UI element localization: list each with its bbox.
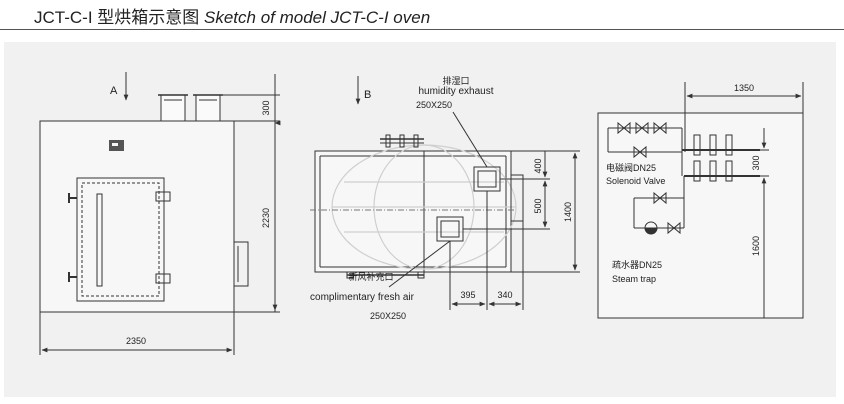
title-bar: JCT-C-I 型烘箱示意图 Sketch of model JCT-C-I o… (0, 0, 844, 30)
title-rule (0, 29, 844, 30)
chimney-left (160, 94, 186, 122)
latch-bottom (155, 273, 171, 284)
fresh-size: 250X250 (370, 311, 406, 321)
side-box (233, 241, 249, 287)
valve-trap-upper-icon (653, 191, 667, 205)
dim-2350: 2350 (126, 336, 146, 346)
valve-icon (617, 121, 667, 159)
oven-door (76, 177, 165, 302)
title-cn: JCT-C-I 型烘箱示意图 (34, 8, 200, 27)
title-en: Sketch of model JCT-C-I oven (204, 8, 431, 27)
piping-view: 1350 电磁阀DN25 Solenoid Valve (597, 82, 804, 319)
view-letter-b: B (364, 89, 371, 101)
dim-340: 340 (497, 290, 512, 300)
door-handle (96, 193, 103, 287)
top-body (314, 150, 512, 273)
oven-sketch: A 2350 2230 (39, 72, 804, 355)
view-letter-a: A (110, 85, 118, 97)
chimney-right (195, 94, 221, 122)
page-title: JCT-C-I 型烘箱示意图 Sketch of model JCT-C-I o… (34, 3, 430, 28)
dim-2230: 2230 (261, 208, 271, 228)
dim-395: 395 (460, 290, 475, 300)
door-hinges (68, 193, 77, 282)
dim-300-front: 300 (261, 100, 271, 115)
fresh-label-en: complimentary fresh air (310, 292, 415, 303)
leader-exhaust (452, 111, 488, 168)
solenoid-cn: 电磁阀DN25 (606, 162, 656, 173)
fin-tubes (693, 134, 733, 182)
trap-cn: 疏水器DN25 (612, 259, 662, 270)
dim-500: 500 (533, 198, 543, 213)
top-view: B 排湿口 humidity exhaust 250X250 (310, 75, 580, 321)
exhaust-size: 250X250 (416, 100, 452, 110)
solenoid-en: Solenoid Valve (606, 176, 665, 186)
dim-1350: 1350 (734, 83, 754, 93)
front-body (39, 120, 235, 313)
top-side-box (510, 174, 524, 222)
dim-1400: 1400 (563, 202, 573, 222)
trap-en: Steam trap (612, 274, 656, 284)
leader-fresh (388, 240, 451, 288)
dim-300-side: 300 (751, 155, 761, 170)
dim-400: 400 (533, 158, 543, 173)
dim-1600: 1600 (751, 236, 761, 256)
valve-trap-lower-icon (667, 221, 681, 235)
exhaust-label-cn: 排湿口 (442, 75, 469, 86)
front-view: A 2350 2230 (39, 72, 280, 355)
exhaust-label-en: humidity exhaust (418, 86, 493, 97)
fresh-label-cn: 新风补充口 (348, 271, 393, 282)
latch-top (155, 191, 171, 202)
watermark-globe-icon (331, 144, 517, 270)
drawing-canvas: A 2350 2230 (4, 42, 836, 397)
